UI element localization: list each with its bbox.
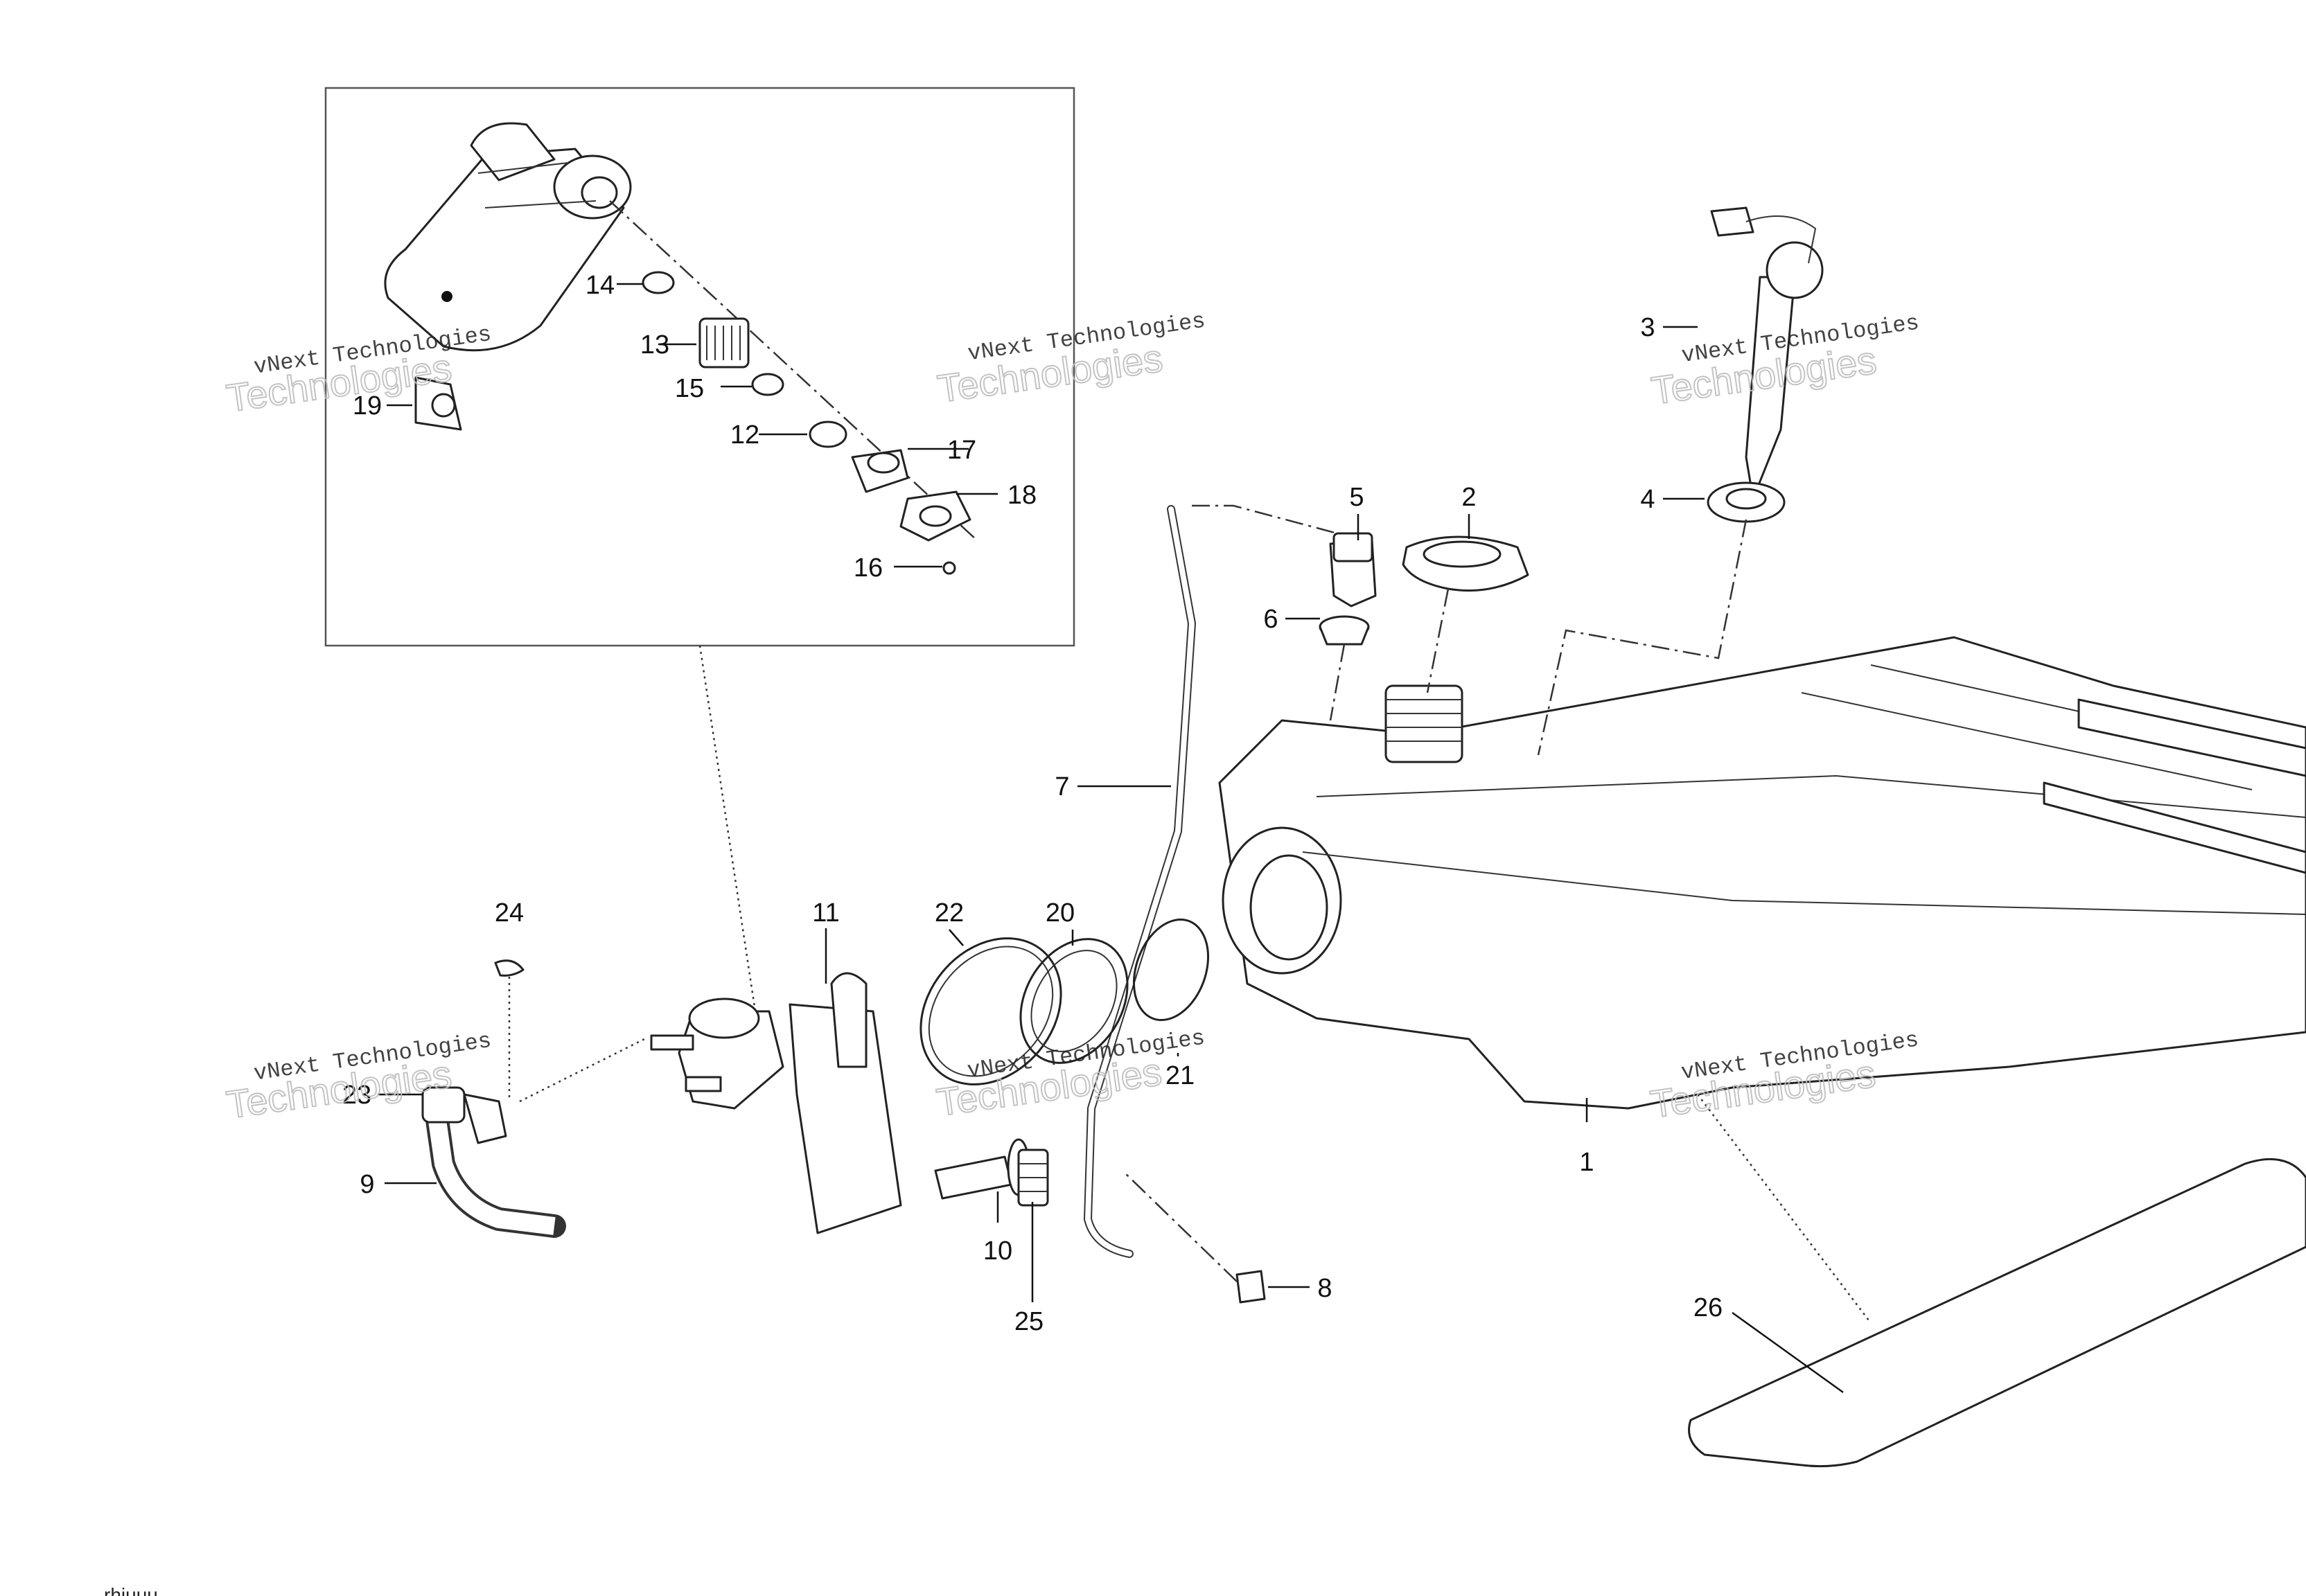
callout-25: 25 xyxy=(1014,1307,1044,1336)
callout-2: 2 xyxy=(1461,483,1476,512)
assembly-line-grommet xyxy=(1329,644,1346,721)
callout-21: 21 xyxy=(1165,1061,1195,1090)
part-2-fuel-cap xyxy=(1402,535,1529,592)
assembly-line-valve xyxy=(1192,504,1338,535)
inset-axis-line xyxy=(609,200,978,541)
part-12-oring xyxy=(809,420,847,448)
callout-14: 14 xyxy=(586,271,615,300)
part-21-gasket xyxy=(1132,918,1210,1022)
part-25-hose-coupler xyxy=(1017,1149,1049,1207)
callout-22: 22 xyxy=(935,898,964,928)
part-19 xyxy=(414,376,462,431)
fuel-pump-module-inset xyxy=(384,122,632,352)
part-16-screw xyxy=(942,561,956,575)
part-22-hose-clamp xyxy=(919,937,1062,1085)
callout-6: 6 xyxy=(1263,605,1278,634)
callout-5: 5 xyxy=(1349,483,1364,512)
callout-4: 4 xyxy=(1640,485,1655,514)
callout-labels: 1 2 3 4 5 6 7 8 9 10 11 12 13 14 15 16 1… xyxy=(342,271,1723,1336)
assembly-line-pad xyxy=(1697,1094,1872,1324)
assembly-line-pump xyxy=(519,1038,645,1103)
callout-9: 9 xyxy=(360,1170,374,1199)
callout-15: 15 xyxy=(675,374,704,403)
inset-link-line xyxy=(698,645,757,1012)
part-17-connector xyxy=(851,449,909,493)
callout-3: 3 xyxy=(1640,313,1655,342)
callout-24: 24 xyxy=(495,898,524,928)
leader-lines xyxy=(378,283,1844,1394)
part-11-fuel-pump xyxy=(650,972,902,1234)
callout-19: 19 xyxy=(353,391,382,420)
part-4-grommet xyxy=(1707,481,1786,523)
part-3-level-sender xyxy=(1710,206,1824,500)
callout-18: 18 xyxy=(1007,481,1037,510)
part-13-filter xyxy=(698,317,750,369)
callout-23: 23 xyxy=(342,1081,371,1110)
callout-17: 17 xyxy=(947,436,976,465)
assembly-line-clip8 xyxy=(1122,1170,1238,1282)
callout-20: 20 xyxy=(1046,898,1075,928)
part-10-check-valve xyxy=(934,1138,1030,1200)
part-5-rollover-valve xyxy=(1329,532,1377,608)
callout-13: 13 xyxy=(640,330,669,360)
part-14-oring xyxy=(642,271,675,294)
callout-8: 8 xyxy=(1317,1274,1332,1303)
part-20-retainer-ring xyxy=(1019,938,1129,1064)
part-18-plate xyxy=(899,490,971,542)
callout-7: 7 xyxy=(1055,772,1069,801)
callout-11: 11 xyxy=(812,898,839,928)
part-23-quick-connector xyxy=(421,1086,507,1144)
callout-16: 16 xyxy=(854,553,883,583)
part-7-vent-hose xyxy=(1084,505,1196,1258)
callout-26: 26 xyxy=(1693,1293,1723,1322)
part-26-tank-pad xyxy=(1688,1158,2306,1468)
part-8-clip xyxy=(1235,1270,1266,1304)
assembly-line-sender xyxy=(1537,519,1748,756)
callout-10: 10 xyxy=(983,1236,1012,1266)
drawing-code: rhiuuu xyxy=(104,1584,158,1596)
part-24-spring-clip xyxy=(494,959,525,977)
part-1-fuel-tank xyxy=(1218,636,2306,1110)
assembly-line-cap xyxy=(1426,588,1450,693)
part-6-grommet xyxy=(1319,615,1370,646)
callout-12: 12 xyxy=(730,420,759,450)
callout-1: 1 xyxy=(1579,1148,1594,1177)
part-15-oring xyxy=(751,373,784,396)
